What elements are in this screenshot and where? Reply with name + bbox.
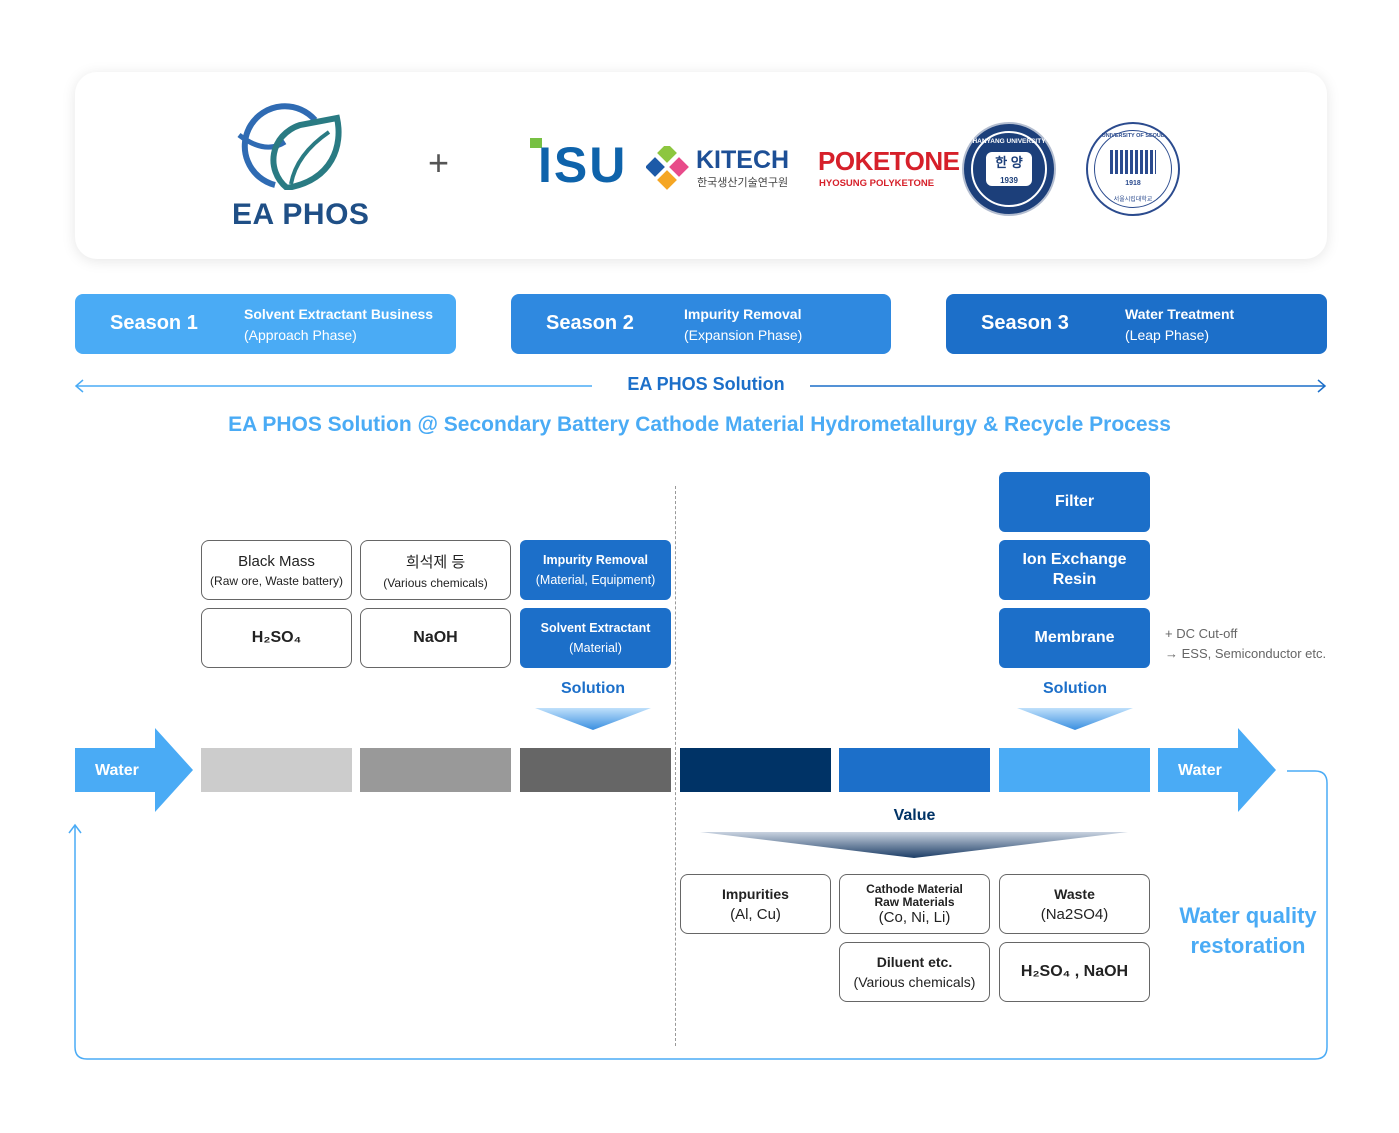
season-2-number: Season 2 (546, 312, 634, 334)
waste-box: Waste (Na2SO4) (999, 874, 1150, 934)
plus-sign: + (428, 142, 450, 183)
restoration-line-1: Water quality (1179, 903, 1317, 928)
ion-exchange-box: Ion Exchange Resin (999, 540, 1150, 600)
process-title: EA PHOS Solution @ Secondary Battery Cat… (228, 413, 1171, 436)
impurity-removal-title: Impurity Removal (543, 553, 648, 567)
cathode-material-box: Cathode Material Raw Materials (Co, Ni, … (839, 874, 990, 934)
season-1-phase: (Approach Phase) (244, 327, 357, 343)
diluent-etc-box: Diluent etc. (Various chemicals) (839, 942, 990, 1002)
season-2-card: Season 2 Impurity Removal (Expansion Pha… (511, 294, 891, 354)
diluent-title: 희석제 등 (405, 553, 466, 571)
filter-box: Filter (999, 472, 1150, 532)
process-stage-1 (201, 748, 352, 792)
impurities-title: Impurities (722, 885, 789, 902)
restoration-line-2: restoration (1190, 933, 1306, 958)
left-solution-down-arrow-icon (535, 708, 651, 730)
naoh-box: NaOH (360, 608, 511, 668)
poketone-logo-text: POKETONE (818, 146, 960, 176)
cathode-title-1: Cathode Material (866, 881, 963, 896)
diluent-box: 희석제 등 (Various chemicals) (360, 540, 511, 600)
value-label: Value (893, 807, 936, 824)
solution-double-arrow (74, 379, 1327, 393)
impurity-removal-sub: (Material, Equipment) (535, 573, 656, 587)
solvent-extractant-sub: (Material) (569, 641, 622, 655)
black-mass-box: Black Mass (Raw ore, Waste battery) (201, 540, 352, 600)
right-solution-down-arrow-icon (1017, 708, 1133, 730)
naoh-label: NaOH (413, 629, 458, 646)
diluent-etc-sub: (Various chemicals) (853, 974, 976, 990)
solvent-extractant-title: Solvent Extractant (540, 621, 651, 635)
hanyang-university-seal: HANYANG UNIVERSITY 한 양 1939 (962, 122, 1056, 216)
kitech-logo-subtext: 한국생산기술연구원 (697, 177, 789, 189)
right-solution-label: Solution (1043, 680, 1107, 697)
solvent-extractant-box: Solvent Extractant (Material) (520, 608, 671, 668)
solution-arrow-label: EA PHOS Solution (627, 374, 785, 394)
impurity-removal-box: Impurity Removal (Material, Equipment) (520, 540, 671, 600)
dc-cutoff-note: + DC Cut-off (1165, 626, 1238, 641)
impurities-box: Impurities (Al, Cu) (680, 874, 831, 934)
ea-phos-logo-icon (237, 103, 342, 190)
membrane-label: Membrane (1034, 629, 1115, 646)
season-3-number: Season 3 (981, 312, 1069, 334)
ess-note: → ESS, Semiconductor etc. (1165, 646, 1327, 661)
h2so4-naoh-box: H₂SO₄ , NaOH (999, 942, 1150, 1002)
seoul-seal-text: UNIVERSITY OF SEOUL (1101, 133, 1165, 139)
h2so4-label: H₂SO₄ (251, 629, 302, 646)
season-3-title: Water Treatment (1125, 306, 1235, 322)
membrane-box: Membrane (999, 608, 1150, 668)
process-stage-2 (360, 748, 511, 792)
university-of-seoul-seal: UNIVERSITY OF SEOUL 1918 서울시립대학교 (1086, 122, 1180, 216)
waste-title: Waste (1054, 885, 1095, 902)
cathode-title-2: Raw Materials (874, 894, 955, 909)
seoul-seal-emblem (1110, 150, 1156, 174)
value-down-arrow-icon (700, 832, 1128, 858)
water-recycle-loop-icon (68, 770, 1328, 1060)
filter-label: Filter (1054, 493, 1095, 510)
process-stage-3 (520, 748, 671, 792)
season-1-number: Season 1 (110, 312, 198, 334)
kitech-logo-text: KITECH (696, 146, 790, 174)
waste-sub: (Na2SO4) (1040, 905, 1109, 923)
h2so4-naoh-label: H₂SO₄ , NaOH (1020, 963, 1129, 980)
black-mass-title: Black Mass (238, 552, 315, 570)
season-1-title: Solvent Extractant Business (244, 306, 434, 322)
hanyang-seal-center: 한 양 (986, 152, 1032, 186)
hanyang-seal-year: 1939 (1000, 176, 1018, 185)
kitech-logo-icon (646, 146, 689, 190)
black-mass-sub: (Raw ore, Waste battery) (210, 573, 343, 588)
ion-exchange-label: Ion Exchange Resin (1022, 551, 1127, 588)
isu-logo: ISU (538, 137, 628, 193)
season-3-card: Season 3 Water Treatment (Leap Phase) (946, 294, 1327, 354)
water-out-arrow-icon (1158, 728, 1276, 812)
season-2-title: Impurity Removal (684, 306, 802, 322)
impurities-sub: (Al, Cu) (730, 905, 781, 923)
cathode-sub: (Co, Ni, Li) (878, 908, 951, 926)
brand-name: EA PHOS (232, 198, 370, 231)
process-stage-6 (999, 748, 1150, 792)
isu-accent-mark (530, 138, 542, 148)
h2so4-box: H₂SO₄ (201, 608, 352, 668)
water-in-arrow-icon (75, 728, 193, 812)
left-solution-label: Solution (561, 680, 625, 697)
season-1-card: Season 1 Solvent Extractant Business (Ap… (75, 294, 456, 354)
process-stage-5 (839, 748, 990, 792)
diluent-etc-title: Diluent etc. (876, 954, 953, 970)
hanyang-seal-text: HANYANG UNIVERSITY (972, 138, 1046, 145)
season-2-phase: (Expansion Phase) (684, 327, 803, 343)
water-in-label: Water (95, 762, 139, 779)
phase-divider (675, 486, 676, 1046)
diluent-sub: (Various chemicals) (383, 575, 488, 590)
seoul-seal-year: 1918 (1125, 180, 1141, 187)
season-3-phase: (Leap Phase) (1125, 327, 1210, 343)
seoul-seal-bottom: 서울시립대학교 (1113, 197, 1153, 203)
water-out-label: Water (1178, 762, 1222, 779)
poketone-logo-subtext: HYOSUNG POLYKETONE (819, 178, 935, 189)
process-stage-4 (680, 748, 831, 792)
